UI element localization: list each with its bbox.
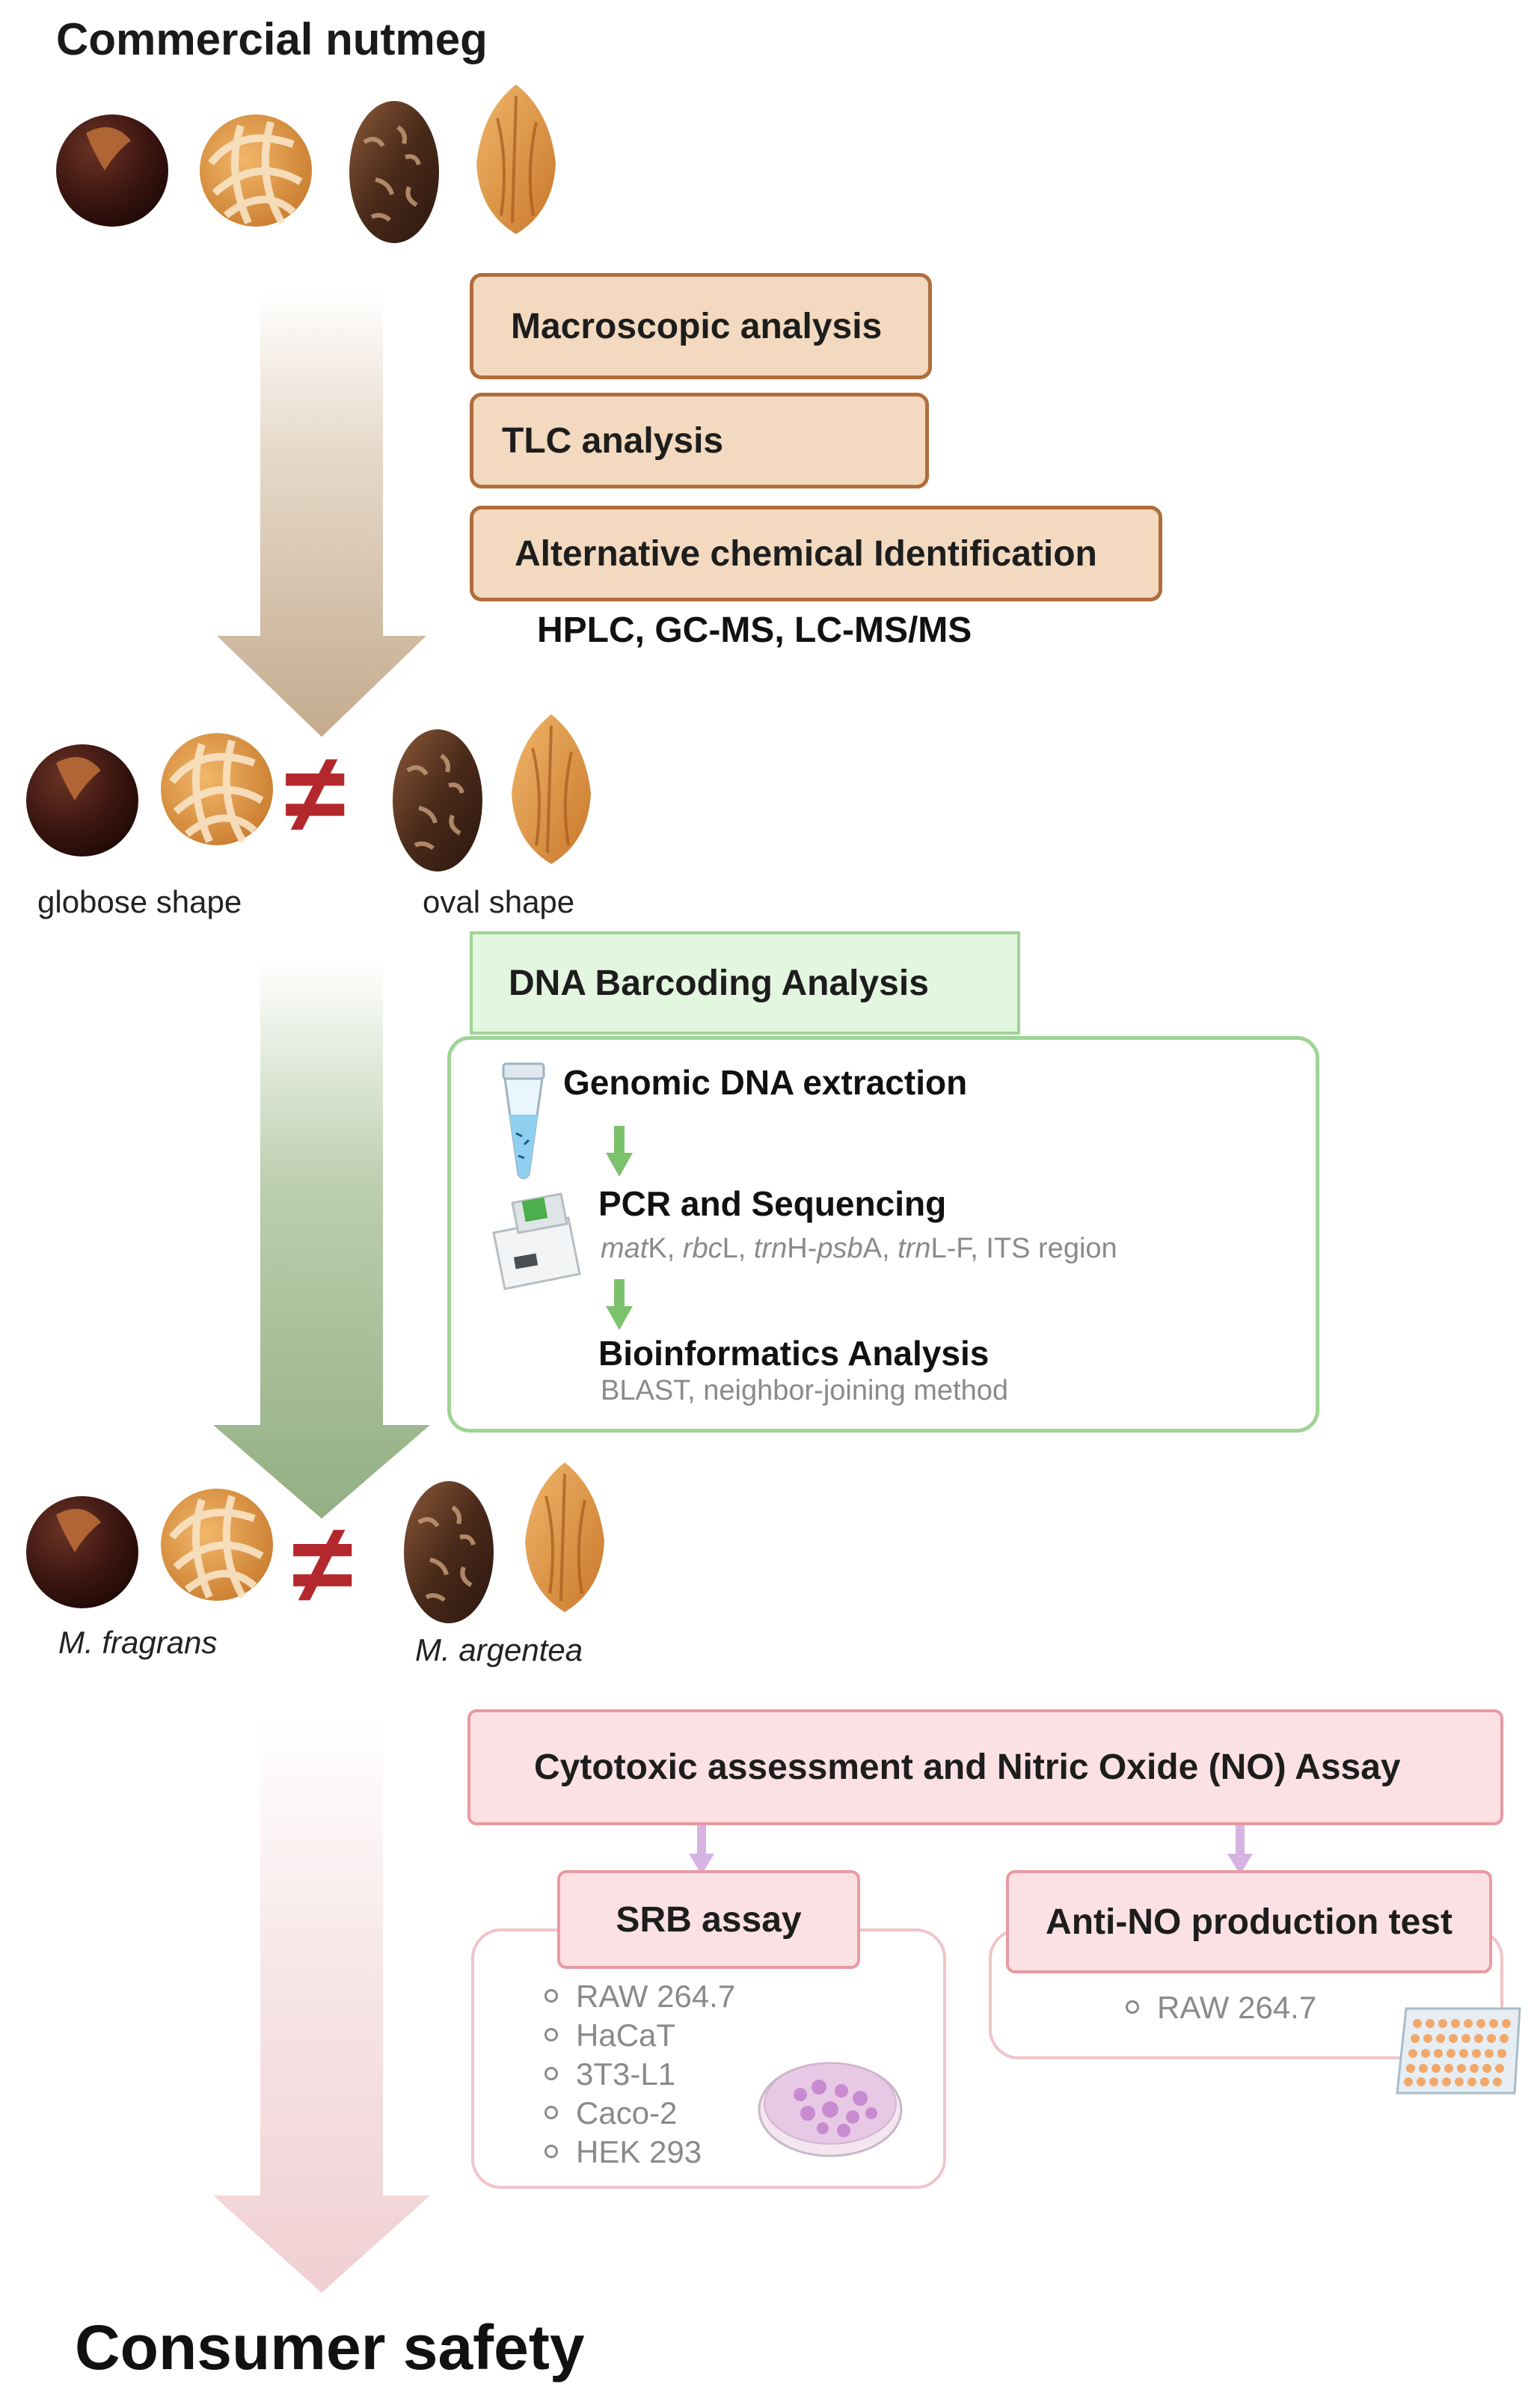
well-plate-icon <box>1396 2007 1521 2095</box>
dna-barcoding-header: DNA Barcoding Analysis <box>470 931 1020 1035</box>
globose-seed-image <box>56 114 168 227</box>
pcr-machine-icon <box>492 1192 581 1290</box>
globose-mace-image <box>157 729 288 860</box>
globose-shape-label: globose shape <box>37 884 242 919</box>
oval-seed-image <box>346 97 443 254</box>
globose-mace-image <box>157 1485 284 1612</box>
not-equal-symbol: ≠ <box>284 730 346 856</box>
arrow-3 <box>213 1717 430 2293</box>
chemical-methods-label: HPLC, GC-MS, LC-MS/MS <box>537 610 972 650</box>
green-arrow-icon <box>606 1126 633 1177</box>
cell-line-item: RAW 264.7 <box>544 1979 735 2018</box>
arrow-2 <box>213 961 430 1519</box>
alternative-chemical-identification-box: Alternative chemical Identification <box>470 506 1162 601</box>
globose-seed-image <box>26 744 138 857</box>
oval-seed-image <box>400 1477 497 1635</box>
cell-line-item: Caco-2 <box>544 2095 735 2134</box>
m-fragrans-label: M. fragrans <box>58 1625 218 1660</box>
srb-assay-box: SRB assay <box>557 1870 860 1969</box>
pink-arrow-icon <box>689 1825 714 1875</box>
oval-mace-image <box>510 713 592 866</box>
pcr-sequencing-title: PCR and Sequencing <box>598 1184 947 1223</box>
cell-line-item: HEK 293 <box>544 2134 735 2173</box>
oval-seed-image <box>389 726 486 883</box>
arrow-1 <box>217 292 426 737</box>
tube-icon <box>502 1062 545 1180</box>
green-arrow-icon <box>606 1279 633 1330</box>
bioinformatics-note: BLAST, neighbor-joining method <box>601 1375 1009 1406</box>
globose-seed-image <box>26 1496 138 1608</box>
dna-barcoding-panel <box>447 1036 1319 1433</box>
cytotoxic-no-assay-header: Cytotoxic assessment and Nitric Oxide (N… <box>467 1709 1503 1825</box>
pcr-markers-note: matK, rbcL, trnH-psbA, trnL-F, ITS regio… <box>601 1233 1117 1264</box>
cell-line-item: HaCaT <box>544 2018 735 2056</box>
tlc-analysis-box: TLC analysis <box>470 393 929 488</box>
srb-cell-list: RAW 264.7 HaCaT 3T3-L1 Caco-2 HEK 293 <box>544 1979 735 2173</box>
globose-mace-image <box>196 111 323 238</box>
cell-line-item: RAW 264.7 <box>1126 1990 1316 2026</box>
oval-shape-label: oval shape <box>423 884 575 919</box>
cell-line-item: 3T3-L1 <box>544 2056 735 2095</box>
anti-no-production-box: Anti-NO production test <box>1006 1870 1492 1973</box>
oval-mace-image <box>475 83 557 236</box>
macroscopic-analysis-box: Macroscopic analysis <box>470 273 932 379</box>
bioinformatics-title: Bioinformatics Analysis <box>598 1334 990 1373</box>
page-title: Commercial nutmeg <box>56 14 488 64</box>
m-argentea-label: M. argentea <box>415 1632 583 1667</box>
genomic-dna-extraction-title: Genomic DNA extraction <box>563 1063 968 1102</box>
petri-dish-icon <box>758 2062 903 2157</box>
oval-mace-image <box>524 1461 606 1614</box>
consumer-safety-title: Consumer safety <box>75 2312 585 2383</box>
not-equal-symbol: ≠ <box>292 1501 354 1626</box>
pink-arrow-icon <box>1227 1825 1253 1875</box>
